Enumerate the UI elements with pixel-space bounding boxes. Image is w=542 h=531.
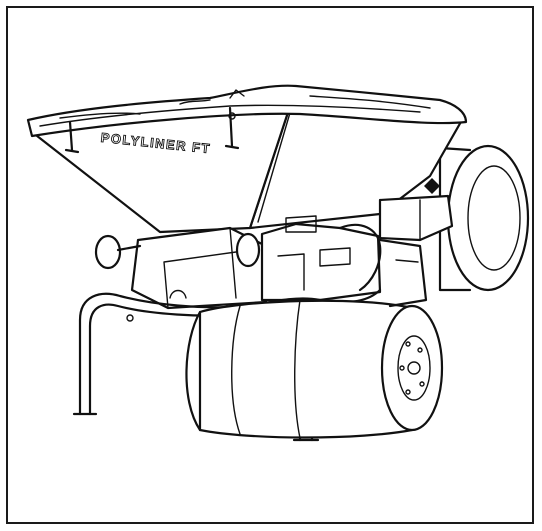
right-lamp [235,232,261,268]
drive-unit [260,215,382,302]
tie-down-straps [64,106,240,154]
side-bracket [378,238,428,308]
rear-tire [438,144,530,292]
tarp-cover [26,84,468,138]
drum-roller [185,299,444,439]
left-lamp [94,234,142,270]
